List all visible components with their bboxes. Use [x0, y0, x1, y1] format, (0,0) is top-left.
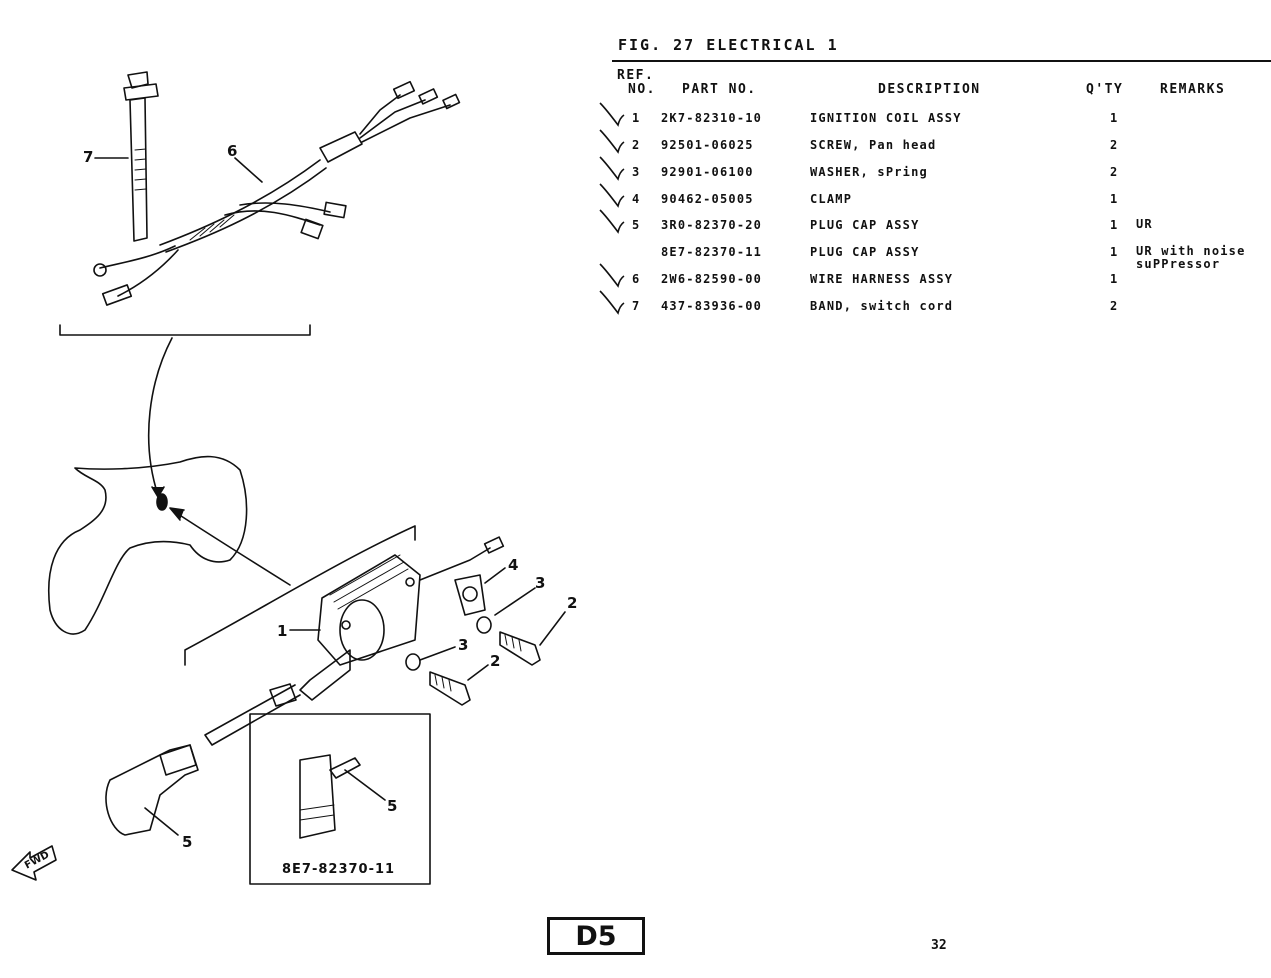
header-ref-line2: NO. [628, 82, 656, 97]
quantity-cell: 2 [1110, 299, 1119, 313]
check-mark-icon [599, 263, 625, 288]
callout-4: 4 [508, 556, 519, 574]
table-row: 7 437-83936-00 BAND, switch cord 2 [596, 290, 1266, 321]
description-cell: BAND, switch cord [810, 299, 954, 313]
description-cell: PLUG CAP ASSY [810, 218, 920, 232]
table-row: 4 90462-05005 CLAMP 1 [596, 183, 1266, 214]
description-cell: WASHER, sPring [810, 165, 928, 179]
part-number-cell: 3R0-82370-20 [661, 218, 763, 232]
check-mark-icon [599, 102, 625, 127]
callout-1: 1 [277, 622, 288, 640]
quantity-cell: 2 [1110, 138, 1119, 152]
page-number: 32 [931, 938, 947, 953]
part-number-cell: 2K7-82310-10 [661, 111, 763, 125]
table-row: 1 2K7-82310-10 IGNITION COIL ASSY 1 [596, 102, 1266, 133]
part-number-cell: 2W6-82590-00 [661, 272, 763, 286]
table-row: 3 92901-06100 WASHER, sPring 2 [596, 156, 1266, 187]
remarks-cell: UR with noise suPPressor [1136, 244, 1246, 271]
callout-2-a: 2 [567, 594, 578, 612]
check-mark-icon [599, 129, 625, 154]
ref-cell: 6 [632, 272, 641, 286]
ref-cell: 3 [632, 165, 641, 179]
figure-title: FIG. 27 ELECTRICAL 1 [618, 36, 839, 54]
check-mark-icon [599, 209, 625, 234]
inset-caption: 8E7-82370-11 [282, 862, 396, 877]
check-mark-icon [599, 290, 625, 315]
description-cell: SCREW, Pan head [810, 138, 937, 152]
quantity-cell: 1 [1110, 272, 1119, 286]
header-remarks: REMARKS [1160, 82, 1226, 97]
ref-cell: 7 [632, 299, 641, 313]
callout-3-a: 3 [535, 574, 546, 592]
callout-7: 7 [83, 148, 94, 166]
quantity-cell: 1 [1110, 111, 1119, 125]
header-qty: Q'TY [1086, 82, 1124, 97]
check-mark-icon [599, 183, 625, 208]
header-ref-line1: REF. [617, 68, 655, 83]
table-row: 6 2W6-82590-00 WIRE HARNESS ASSY 1 [596, 263, 1266, 294]
ref-cell: 4 [632, 192, 641, 206]
title-rule [612, 60, 1271, 62]
ref-cell: 2 [632, 138, 641, 152]
part-number-cell: 8E7-82370-11 [661, 245, 763, 259]
callout-2-b: 2 [490, 652, 501, 670]
description-cell: WIRE HARNESS ASSY [810, 272, 954, 286]
description-cell: CLAMP [810, 192, 853, 206]
quantity-cell: 1 [1110, 245, 1119, 259]
quantity-cell: 1 [1110, 192, 1119, 206]
header-part-no: PART NO. [682, 82, 757, 97]
motorcycle-silhouette [48, 455, 248, 635]
callout-3-b: 3 [458, 636, 469, 654]
part-number-cell: 437-83936-00 [661, 299, 763, 313]
part-number-cell: 92501-06025 [661, 138, 754, 152]
quantity-cell: 2 [1110, 165, 1119, 179]
wire-harness-illustration [93, 80, 461, 306]
table-row: 8E7-82370-11 PLUG CAP ASSY 1 UR with noise … [596, 245, 1266, 271]
check-mark-icon [599, 156, 625, 181]
ref-cell: 5 [632, 218, 641, 232]
description-cell: PLUG CAP ASSY [810, 245, 920, 259]
quantity-cell: 1 [1110, 218, 1119, 232]
ignition-coil-illustration [299, 536, 505, 701]
part-number-cell: 90462-05005 [661, 192, 754, 206]
part-number-cell: 92901-06100 [661, 165, 754, 179]
remarks-cell: UR [1136, 217, 1153, 231]
table-row: 5 3R0-82370-20 PLUG CAP ASSY 1 UR [596, 209, 1266, 240]
plug-cap-illustration [105, 744, 199, 836]
table-row: 2 92501-06025 SCREW, Pan head 2 [596, 129, 1266, 160]
exploded-diagram [11, 71, 566, 885]
callout-5: 5 [182, 833, 193, 851]
ref-cell: 1 [632, 111, 641, 125]
header-description: DESCRIPTION [878, 82, 981, 97]
callout-5-inset: 5 [387, 797, 398, 815]
callout-6: 6 [227, 142, 238, 160]
description-cell: IGNITION COIL ASSY [810, 111, 962, 125]
inset-plug-cap-illustration [299, 754, 361, 839]
band-part-illustration [123, 71, 159, 242]
section-code: D5 [547, 917, 645, 955]
